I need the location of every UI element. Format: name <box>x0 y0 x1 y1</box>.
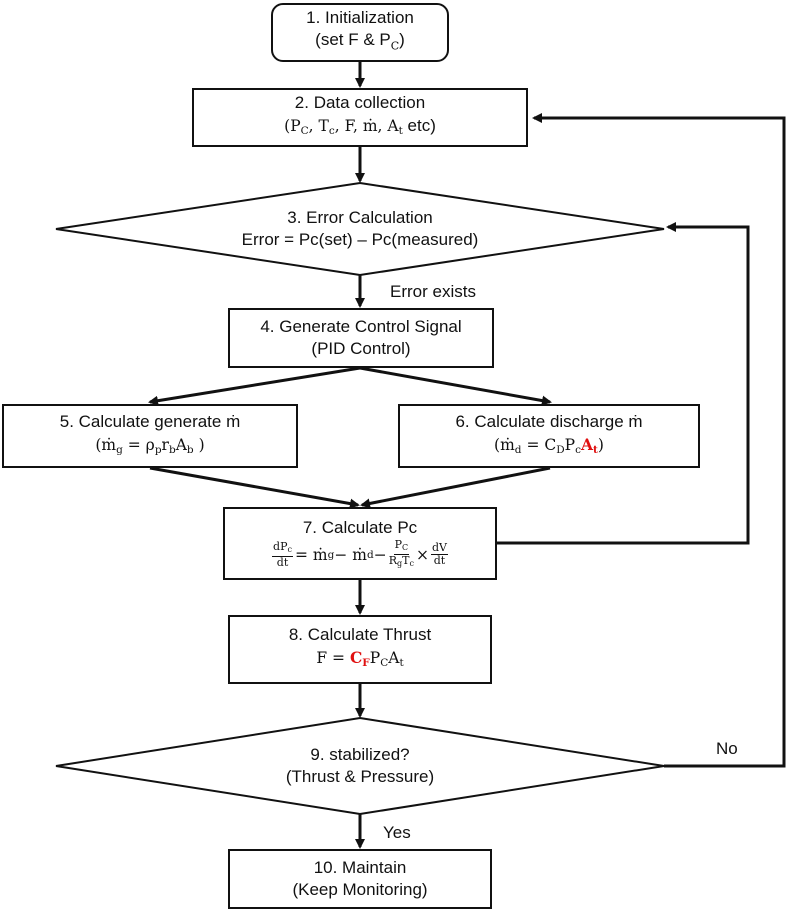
node-calculate-generate-title: 5. Calculate generate ṁ <box>59 411 241 431</box>
arrow-5-to-7 <box>149 466 360 509</box>
node-maintain: 10. Maintain (Keep Monitoring) <box>228 849 492 909</box>
arrow-4-to-6 <box>359 366 552 406</box>
label-error-exists: Error exists <box>390 282 476 301</box>
node-control-signal: 4. Generate Control Signal (PID Control) <box>228 308 494 368</box>
node-initialization-subtitle: (set F & PC) <box>315 29 405 53</box>
node-initialization-title: 1. Initialization <box>306 7 414 27</box>
node-error-calculation-formula: Error = Pc(set) – Pc(measured) <box>241 230 479 249</box>
throat-area-highlight: At <box>580 434 598 456</box>
node-error-calculation-title: 3. Error Calculation <box>287 208 433 227</box>
arrow-6-to-7 <box>360 466 551 509</box>
node-stabilized-subtitle: (Thrust & Pressure) <box>285 767 435 786</box>
node-error-calculation: 3. Error Calculation Error = Pc(set) – P… <box>160 201 560 257</box>
thrust-coefficient-highlight: CF <box>349 648 370 669</box>
label-yes: Yes <box>383 823 411 842</box>
arrow-4-to-5 <box>148 366 361 406</box>
label-no: No <box>716 739 738 758</box>
node-maintain-subtitle: (Keep Monitoring) <box>292 880 428 899</box>
loop-7-to-3 <box>497 222 750 545</box>
node-data-collection-formula: (PC, Tc, F, ṁ, At etc) <box>284 116 436 137</box>
node-data-collection-title: 2. Data collection <box>294 93 426 112</box>
node-calculate-discharge-formula: (ṁd = CDPcAt) <box>494 434 604 456</box>
node-calculate-generate: 5. Calculate generate ṁ (ṁg = ρprbAb ) <box>2 404 298 468</box>
loop-9-to-2 <box>532 113 786 768</box>
node-stabilized: 9. stabilized? (Thrust & Pressure) <box>160 738 560 794</box>
node-stabilized-title: 9. stabilized? <box>310 745 410 764</box>
node-initialization: 1. Initialization (set F & PC) <box>271 3 449 62</box>
node-calculate-thrust: 8. Calculate Thrust F = CFPCAt <box>228 615 492 684</box>
node-calculate-discharge: 6. Calculate discharge ṁ (ṁd = CDPcAt) <box>398 404 700 468</box>
node-control-signal-subtitle: (PID Control) <box>311 339 411 358</box>
node-calculate-thrust-title: 8. Calculate Thrust <box>288 625 432 644</box>
node-calculate-generate-formula: (ṁg = ρprbAb ) <box>95 435 205 456</box>
node-maintain-title: 10. Maintain <box>313 858 407 877</box>
node-calculate-discharge-title: 6. Calculate discharge ṁ <box>455 411 643 431</box>
node-calculate-pc-title: 7. Calculate Pc <box>302 518 418 537</box>
node-calculate-thrust-formula: F = CFPCAt <box>316 648 404 669</box>
node-data-collection: 2. Data collection (PC, Tc, F, ṁ, At etc… <box>192 88 528 147</box>
node-control-signal-title: 4. Generate Control Signal <box>260 317 462 336</box>
